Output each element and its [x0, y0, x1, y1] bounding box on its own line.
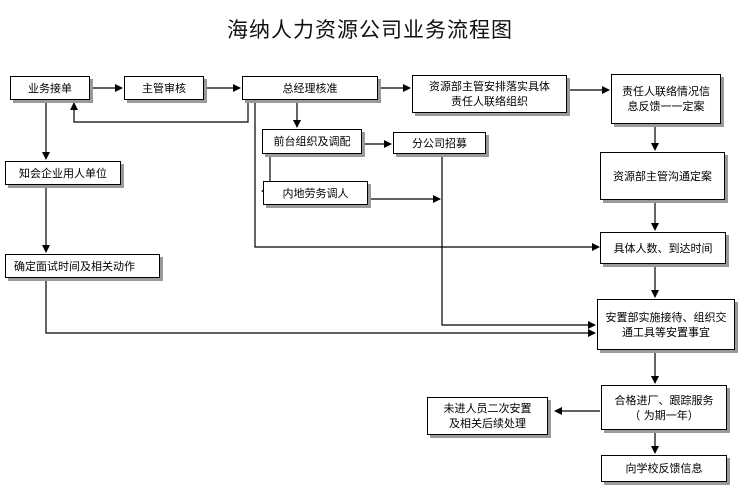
node-inland-transfer-label: 内地劳务调人	[282, 186, 349, 200]
node-headcount-time-label: 具体人数、到达时间	[613, 241, 713, 255]
node-gm-approval-label: 总经理核准	[282, 81, 338, 95]
node-gm-approval: 总经理核准	[242, 76, 378, 100]
node-order: 业务接单	[10, 76, 90, 100]
node-inland-transfer: 内地劳务调人	[263, 181, 368, 205]
edge-gm-down-to-headcount	[254, 100, 600, 251]
node-branch-recruit: 分公司招募	[393, 132, 486, 154]
node-hr-communicate-label: 资源部主管沟通定案	[613, 169, 712, 183]
node-tracking: 合格进厂、跟踪服务 （ 为期一年）	[601, 385, 727, 430]
node-front-org: 前台组织及调配	[262, 129, 362, 154]
node-hr-arrange-label: 资源部主管安排落实具体 责任人联络组织	[429, 80, 550, 108]
node-hr-arrange: 资源部主管安排落实具体 责任人联络组织	[412, 75, 567, 113]
node-feedback: 责任人联络情况信 息反馈一一定案	[611, 74, 721, 124]
node-school-feedback-label: 向学校反馈信息	[625, 462, 703, 475]
node-supervisor-review-label: 主管审核	[142, 81, 186, 95]
edge-branch-to-placement	[441, 154, 596, 329]
edge-gm-back-to-order	[70, 100, 249, 123]
edge-interview-to-placement	[45, 278, 596, 337]
node-headcount-time: 具体人数、到达时间	[600, 232, 726, 264]
node-branch-recruit-label: 分公司招募	[412, 136, 467, 150]
node-placement-label: 安置部实施接待、组织交 通工具等安置事宜	[605, 310, 727, 339]
node-tracking-label: 合格进厂、跟踪服务 （ 为期一年）	[614, 393, 714, 422]
node-school-feedback: 向学校反馈信息	[601, 455, 727, 482]
node-notify-employer-label: 知会企业用人单位	[19, 166, 107, 180]
node-interview-time-label: 确定面试时间及相关动作	[14, 259, 135, 273]
node-interview-time: 确定面试时间及相关动作	[5, 254, 160, 278]
node-hr-communicate: 资源部主管沟通定案	[600, 152, 725, 200]
node-secondary-placement-label: 未进人员二次安置 及相关后续处理	[443, 402, 532, 430]
node-supervisor-review: 主管审核	[124, 76, 204, 100]
node-notify-employer: 知会企业用人单位	[5, 161, 121, 185]
node-secondary-placement: 未进人员二次安置 及相关后续处理	[427, 397, 548, 435]
node-feedback-label: 责任人联络情况信 息反馈一一定案	[622, 85, 710, 113]
node-front-org-label: 前台组织及调配	[273, 135, 351, 148]
node-order-label: 业务接单	[28, 81, 72, 95]
diagram-title: 海纳人力资源公司业务流程图	[227, 18, 513, 42]
node-placement: 安置部实施接待、组织交 通工具等安置事宜	[597, 299, 735, 350]
